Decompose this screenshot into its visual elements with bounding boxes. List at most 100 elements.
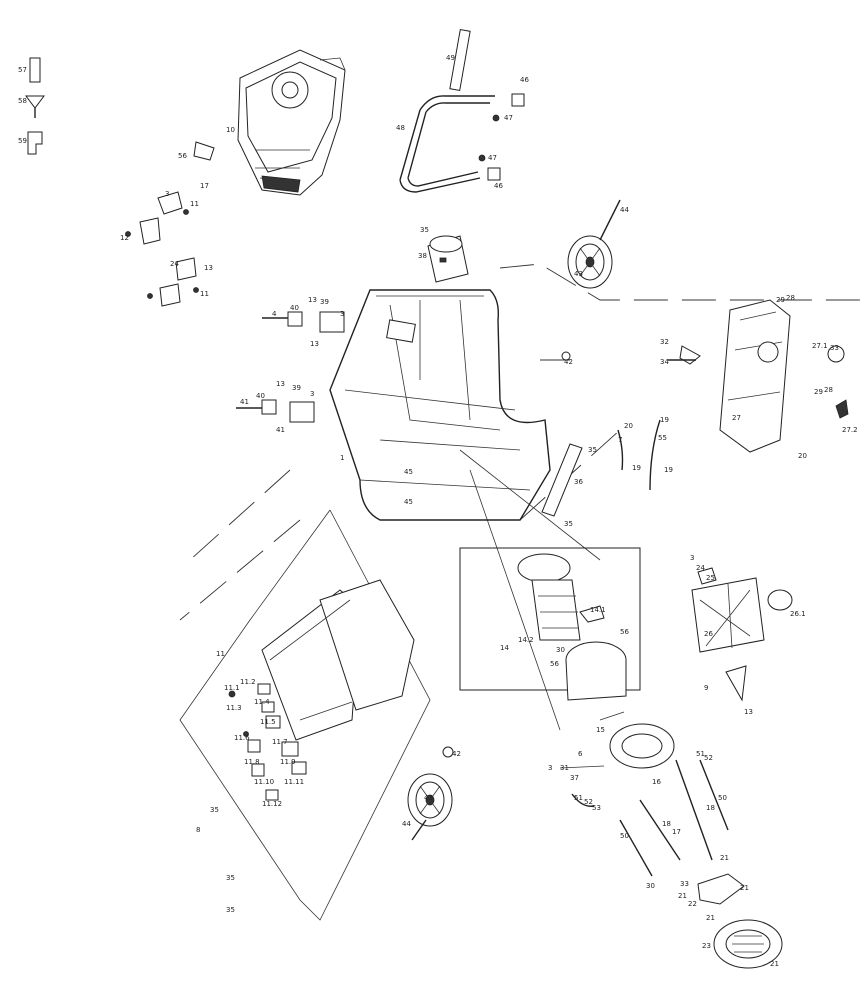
label-30a: 30 [556, 646, 565, 654]
label-41a: 41 [240, 398, 249, 406]
label-21a: 21 [720, 854, 729, 862]
label-56a: 56 [178, 152, 187, 160]
label-35a: 35 [420, 226, 429, 234]
label-56b: 56 [550, 660, 559, 668]
label-17: 17 [200, 182, 209, 190]
tie-rods [619, 759, 729, 877]
label-13e: 13 [744, 708, 753, 716]
label-11-12: 11.12 [262, 800, 282, 808]
cap-46a [511, 93, 525, 107]
label-52b: 52 [704, 754, 713, 762]
label-58: 58 [18, 97, 27, 105]
label-33: 33 [830, 344, 839, 352]
label-24: 24 [696, 564, 705, 572]
tools: 57 58 59 [18, 57, 45, 155]
label-45b: 45 [404, 498, 413, 506]
label-11-3: 11.3 [226, 704, 242, 712]
panel-components [228, 683, 307, 801]
engine-shield-56 [193, 141, 215, 161]
label-3e: 3 [548, 764, 552, 772]
label-23: 23 [702, 942, 711, 950]
label-40b: 40 [256, 392, 265, 400]
filter-cap-26-1 [767, 589, 793, 611]
label-42a: 42 [564, 358, 573, 366]
label-13a: 13 [204, 264, 213, 272]
label-11-9: 11.9 [280, 758, 296, 766]
label-48: 48 [396, 124, 405, 132]
label-11-4: 11.4 [254, 698, 270, 706]
label-40a: 40 [290, 304, 299, 312]
label-6: 6 [578, 750, 583, 758]
label-17b: 17 [672, 828, 681, 836]
label-57: 57 [18, 66, 27, 74]
label-44a: 44 [620, 206, 629, 214]
handle-grip-49 [449, 29, 471, 91]
label-13d: 13 [276, 380, 285, 388]
fuel-valve-34 [668, 345, 701, 365]
label-43b: 43 [424, 794, 433, 802]
label-3d: 3 [690, 554, 694, 562]
frame-1 [329, 289, 551, 521]
label-19b: 19 [664, 466, 673, 474]
label-8a: 8 [196, 826, 200, 834]
label-52a: 52 [584, 798, 593, 806]
label-11-5: 11.5 [260, 718, 276, 726]
handle [399, 29, 525, 193]
label-53: 53 [592, 804, 601, 812]
label-9: 9 [704, 684, 708, 692]
label-26: 26 [704, 630, 713, 638]
label-30b: 30 [646, 882, 655, 890]
label-21c: 21 [740, 884, 749, 892]
engine-brackets [125, 191, 199, 307]
label-3a: 3 [165, 190, 169, 198]
label-3b: 3 [340, 310, 344, 318]
label-46a: 46 [520, 76, 529, 84]
label-43a: 43 [574, 270, 583, 278]
label-11-10: 11.10 [254, 778, 274, 786]
frame-mounts [236, 311, 345, 423]
bar-36 [541, 443, 583, 517]
label-4a: 4 [272, 310, 277, 318]
label-1: 1 [340, 454, 344, 462]
label-11-7: 11.7 [272, 738, 288, 746]
label-59: 59 [18, 137, 27, 145]
label-19-1: 19 [660, 416, 669, 424]
label-41b: 41 [276, 426, 285, 434]
label-31: 31 [560, 764, 569, 772]
label-38: 38 [418, 252, 427, 260]
fuel-tank-27 [719, 299, 849, 453]
washer-42 [561, 351, 571, 361]
label-33b: 33 [680, 880, 689, 888]
label-47a: 47 [504, 114, 513, 122]
fuel-hoses [617, 419, 661, 491]
label-32: 32 [660, 338, 669, 346]
label-14-2: 14.2 [518, 636, 534, 644]
label-29a: 29 [776, 296, 785, 304]
label-56c: 56 [620, 628, 629, 636]
airbox-26 [691, 567, 793, 702]
label-29b: 29 [814, 388, 823, 396]
label-26-1: 26.1 [790, 610, 806, 618]
label-12a: 12 [120, 234, 129, 242]
wrench-tool [27, 131, 43, 155]
engine [193, 49, 346, 196]
label-25: 25 [706, 574, 715, 582]
label-11-1: 11.1 [224, 684, 240, 692]
label-36: 36 [574, 478, 583, 486]
label-37: 37 [570, 774, 579, 782]
bracket-9 [725, 665, 747, 702]
label-21d: 21 [706, 914, 715, 922]
label-50b: 50 [718, 794, 727, 802]
label-51b: 51 [696, 750, 705, 758]
muffler [697, 873, 783, 969]
label-20b: 20 [798, 452, 807, 460]
tank-cap-33 [827, 345, 845, 363]
panel-38 [427, 235, 469, 283]
label-27: 27 [732, 414, 741, 422]
label-55: 55 [658, 434, 667, 442]
label-34: 34 [660, 358, 669, 366]
label-14: 14 [500, 644, 509, 652]
label-50a: 50 [620, 832, 629, 840]
label-11: 11 [216, 650, 225, 658]
